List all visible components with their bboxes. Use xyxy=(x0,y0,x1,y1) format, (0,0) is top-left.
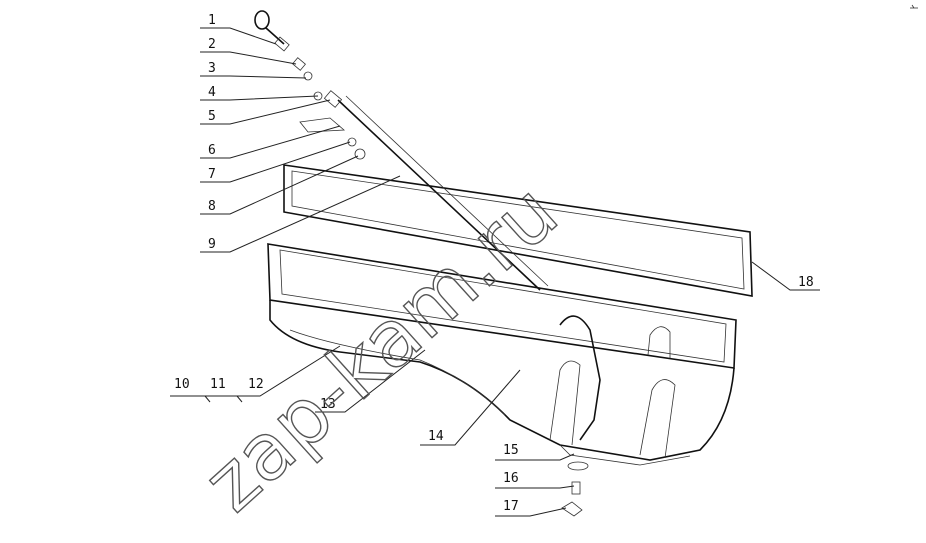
callout-3: 3 xyxy=(208,61,216,76)
dipstick-tube xyxy=(337,95,549,291)
callout-16: 16 xyxy=(503,471,519,486)
callout-10: 10 xyxy=(174,377,190,392)
leader-lines xyxy=(170,27,820,517)
callout-14: 14 xyxy=(428,429,444,444)
corner-mark-icon xyxy=(910,4,918,9)
callout-13: 13 xyxy=(320,397,336,412)
callout-17: 17 xyxy=(503,499,519,514)
oil-pickup xyxy=(559,315,601,517)
callout-4: 4 xyxy=(208,85,216,100)
callout-1: 1 xyxy=(208,13,216,28)
gasket-outline xyxy=(283,164,753,297)
callout-11: 11 xyxy=(210,377,226,392)
oil-pan-body xyxy=(267,243,737,466)
dipstick xyxy=(254,10,290,52)
callout-15: 15 xyxy=(503,443,519,458)
callout-8: 8 xyxy=(208,199,216,214)
callout-18: 18 xyxy=(798,275,814,290)
callout-2: 2 xyxy=(208,37,216,52)
callout-6: 6 xyxy=(208,143,216,158)
callout-12: 12 xyxy=(248,377,264,392)
callout-labels: 1 2 3 4 5 6 7 8 9 10 11 12 13 14 15 16 1… xyxy=(174,13,814,514)
callout-7: 7 xyxy=(208,167,216,182)
callout-9: 9 xyxy=(208,237,216,252)
fittings xyxy=(292,57,366,160)
callout-5: 5 xyxy=(208,109,216,124)
